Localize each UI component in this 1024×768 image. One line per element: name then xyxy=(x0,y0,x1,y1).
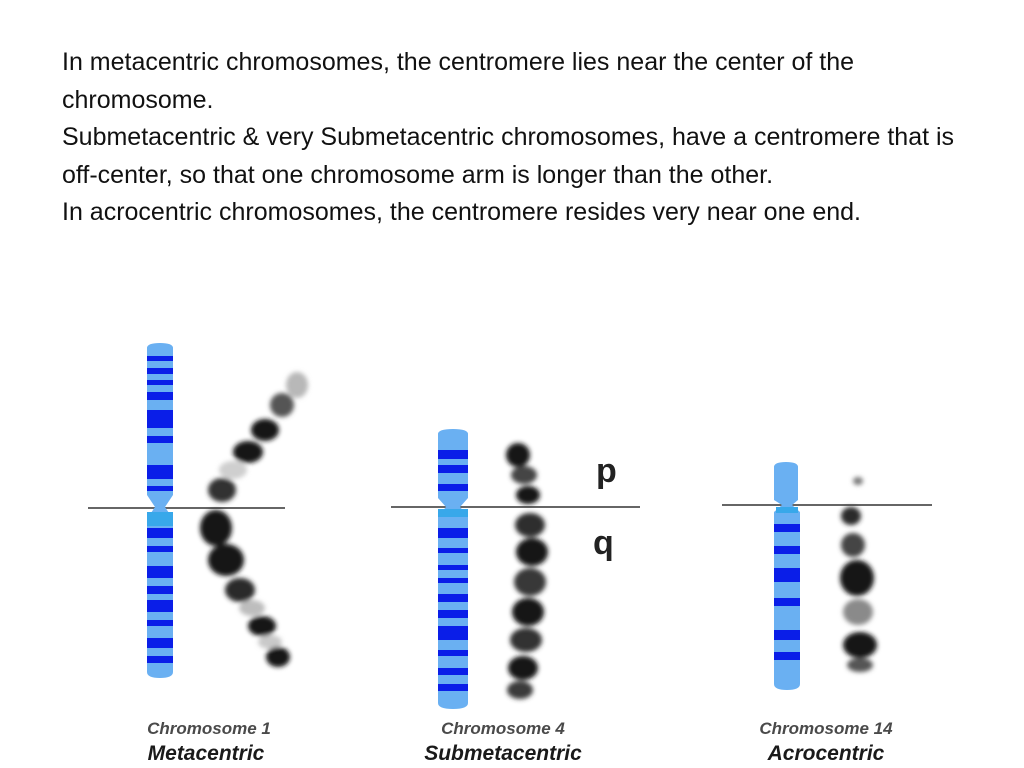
chromosome-4-ideogram xyxy=(438,429,468,709)
chromosome-4-micrograph xyxy=(506,443,548,699)
chromosome-1-group: Chromosome 1 Metacentric xyxy=(88,343,308,765)
metacentric-description: In metacentric chromosomes, the centrome… xyxy=(62,48,855,114)
submetacentric-description: Submetacentric & very Submetacentric chr… xyxy=(62,123,955,189)
chromosome-14-name: Chromosome 14 xyxy=(759,719,893,738)
chromosome-14-type: Acrocentric xyxy=(767,742,885,765)
chromosome-1-type: Metacentric xyxy=(148,742,265,765)
explanation-text: In metacentric chromosomes, the centrome… xyxy=(62,44,962,232)
chromosome-14-ideogram xyxy=(774,462,800,690)
chromosome-14-micrograph xyxy=(840,477,877,672)
chromosome-1-name: Chromosome 1 xyxy=(147,719,271,738)
chromosome-1-ideogram xyxy=(147,343,173,678)
chromosome-4-name: Chromosome 4 xyxy=(441,719,565,738)
chromosome-4-type: Submetacentric xyxy=(424,742,582,765)
arm-label-q: q xyxy=(593,524,614,562)
chromosome-figure: Chromosome 1 Metacentric xyxy=(88,343,932,765)
acrocentric-description: In acrocentric chromosomes, the centrome… xyxy=(62,198,861,226)
chromosome-14-group: Chromosome 14 Acrocentric xyxy=(722,462,932,765)
chromosome-4-group: p q Chromosome 4 Submetacentric xyxy=(391,429,640,765)
arm-label-p: p xyxy=(596,452,617,490)
chromosome-1-micrograph xyxy=(200,372,308,667)
